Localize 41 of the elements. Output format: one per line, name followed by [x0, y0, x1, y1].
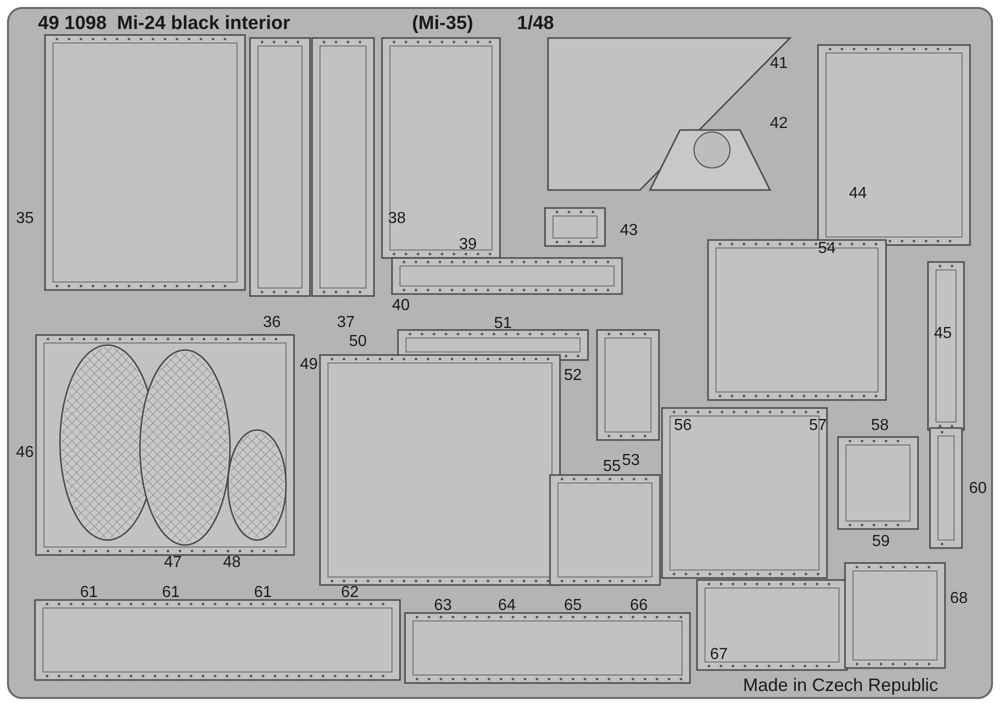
- part-number: 64: [498, 597, 516, 615]
- part-number: 45: [934, 325, 952, 343]
- part-number: 49: [300, 356, 318, 374]
- part-number: 58: [871, 417, 889, 435]
- part-number: 41: [770, 55, 788, 73]
- part-number: 39: [459, 236, 477, 254]
- part-number: 56: [674, 417, 692, 435]
- part-number: 61: [162, 584, 180, 602]
- part-number: 60: [969, 480, 987, 498]
- part-number: 38: [388, 210, 406, 228]
- part-number: 50: [349, 333, 367, 351]
- part-number: 43: [620, 222, 638, 240]
- part-number: 57: [809, 417, 827, 435]
- header-text: 1/48: [517, 13, 554, 35]
- title: Mi-24 black interior: [117, 13, 290, 35]
- part-number: 35: [16, 210, 34, 228]
- part-number: 36: [263, 314, 281, 332]
- part-number: 68: [950, 590, 968, 608]
- part-number: 66: [630, 597, 648, 615]
- origin-note: Made in Czech Republic: [743, 676, 938, 694]
- part-number: 63: [434, 597, 452, 615]
- part-number: 40: [392, 297, 410, 315]
- part-number: 44: [849, 185, 867, 203]
- part-number: 59: [872, 533, 890, 551]
- part-number: 52: [564, 367, 582, 385]
- part-number: 65: [564, 597, 582, 615]
- part-number: 48: [223, 554, 241, 572]
- header-text: (Mi-35): [412, 13, 474, 35]
- header-text: 49 1098: [38, 13, 107, 35]
- part-number: 37: [337, 314, 355, 332]
- part-number: 46: [16, 444, 34, 462]
- part-number: 61: [80, 584, 98, 602]
- part-number: 47: [164, 554, 182, 572]
- part-number: 55: [603, 458, 621, 476]
- part-number: 61: [254, 584, 272, 602]
- part-number: 51: [494, 315, 512, 333]
- part-number: 54: [818, 240, 836, 258]
- part-number: 53: [622, 452, 640, 470]
- part-number: 62: [341, 584, 359, 602]
- part-number: 67: [710, 646, 728, 664]
- part-number: 42: [770, 115, 788, 133]
